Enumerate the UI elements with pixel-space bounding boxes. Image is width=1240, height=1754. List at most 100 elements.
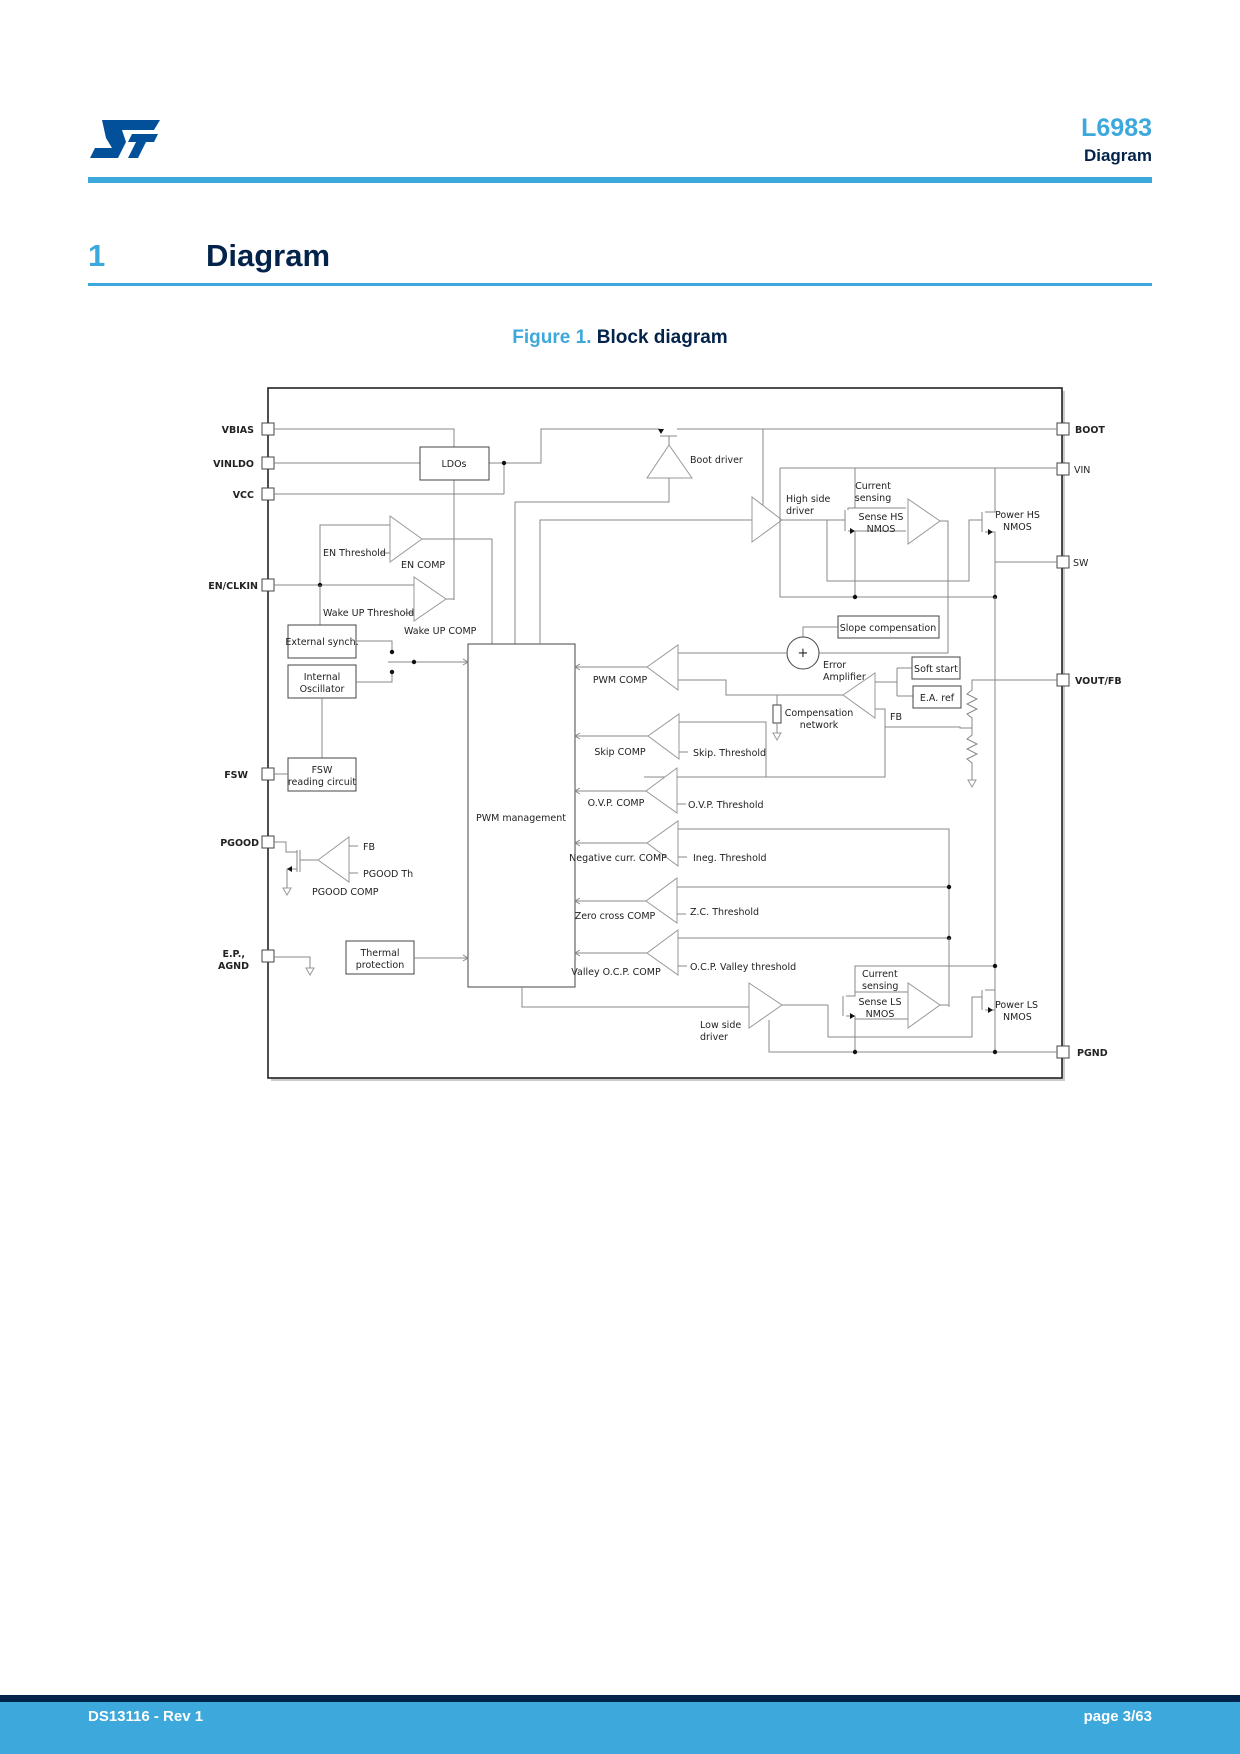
svg-text:PGOOD COMP: PGOOD COMP	[312, 887, 379, 898]
svg-text:Low side: Low side	[700, 1020, 741, 1031]
svg-text:EN COMP: EN COMP	[401, 560, 445, 571]
svg-text:SW: SW	[1073, 558, 1089, 569]
zero-cross-comp: Zero cross COMP Z.C. Threshold	[575, 877, 952, 924]
svg-text:BOOT: BOOT	[1075, 425, 1105, 436]
svg-text:E.A. ref: E.A. ref	[920, 693, 955, 704]
ldos-block: LDOs	[419, 446, 490, 481]
svg-text:O.C.P. Valley threshold: O.C.P. Valley threshold	[690, 962, 796, 973]
svg-text:FB: FB	[890, 712, 902, 723]
pin-ep-agnd: E.P., AGND	[218, 949, 275, 972]
feedback-divider	[965, 679, 1057, 789]
en-comparator: EN Threshold EN COMP	[319, 515, 493, 645]
svg-text:sensing: sensing	[862, 981, 898, 992]
pwm-management-block: PWM management	[467, 519, 752, 1008]
svg-text:Sense LS: Sense LS	[858, 997, 901, 1008]
page-number: page 3/63	[1083, 1708, 1152, 1725]
agnd-ground	[274, 956, 315, 977]
svg-text:Wake UP Threshold: Wake UP Threshold	[323, 608, 414, 619]
pin-fsw: FSW	[224, 767, 275, 781]
svg-text:PGOOD: PGOOD	[220, 838, 259, 849]
svg-text:Compensation: Compensation	[785, 708, 854, 719]
svg-text:protection: protection	[356, 960, 405, 971]
svg-text:VOUT/FB: VOUT/FB	[1075, 676, 1122, 687]
svg-text:Boot driver: Boot driver	[690, 455, 743, 466]
section-number: 1	[88, 238, 106, 273]
fsw-reading-block: FSW reading circuit	[274, 757, 357, 792]
svg-text:NMOS: NMOS	[1003, 522, 1032, 533]
svg-text:High side: High side	[786, 494, 830, 505]
svg-text:sensing: sensing	[855, 493, 891, 504]
power-hs-nmos: Power HS NMOS	[981, 468, 1057, 1052]
svg-text:External synch.: External synch.	[285, 637, 358, 648]
svg-text:Skip. Threshold: Skip. Threshold	[693, 748, 766, 759]
pin-vinldo: VINLDO	[213, 456, 275, 470]
svg-text:PWM management: PWM management	[476, 813, 566, 824]
svg-text:Skip COMP: Skip COMP	[594, 747, 646, 758]
figure-title: Block diagram	[596, 327, 728, 348]
sense-hs-nmos: Current sensing Sense HS NMOS	[800, 468, 949, 654]
ic-frame	[267, 387, 1063, 1079]
svg-text:Slope compensation: Slope compensation	[840, 623, 937, 634]
svg-text:PWM COMP: PWM COMP	[593, 675, 648, 686]
compensation-network: Compensation network	[772, 695, 854, 742]
ea-ref-block: E.A. ref	[912, 685, 962, 709]
svg-text:AGND: AGND	[218, 961, 249, 972]
pgood-comparator: FB PGOOD Th PGOOD COMP	[274, 836, 413, 898]
pin-boot: BOOT	[1056, 422, 1105, 436]
pin-vcc: VCC	[233, 487, 275, 501]
pin-vin: VIN	[1056, 462, 1090, 476]
svg-text:Power HS: Power HS	[995, 510, 1040, 521]
svg-text:NMOS: NMOS	[866, 1009, 895, 1020]
pin-sw: SW	[1056, 555, 1089, 569]
header-section: Diagram	[1083, 146, 1152, 165]
svg-text:EN/CLKIN: EN/CLKIN	[208, 581, 258, 592]
soft-start-block: Soft start	[911, 656, 961, 680]
svg-text:FSW: FSW	[224, 770, 248, 781]
pin-pgood: PGOOD	[220, 835, 275, 849]
svg-text:Sense HS: Sense HS	[859, 512, 904, 523]
figure-number: Figure 1.	[512, 327, 592, 348]
svg-text:driver: driver	[786, 506, 814, 517]
skip-comp: Skip COMP Skip. Threshold	[575, 713, 767, 777]
svg-text:+: +	[798, 646, 809, 661]
internal-oscillator-block: Internal Oscillator	[287, 659, 468, 758]
pin-pgnd: PGND	[1056, 1045, 1108, 1059]
svg-text:VIN: VIN	[1074, 465, 1090, 476]
thermal-protection-block: Thermal protection	[345, 940, 468, 975]
st-logo	[90, 120, 160, 158]
svg-text:E.P.,: E.P.,	[222, 949, 245, 960]
svg-text:Soft start: Soft start	[914, 664, 958, 675]
svg-text:Current: Current	[862, 969, 898, 980]
svg-text:driver: driver	[700, 1032, 728, 1043]
svg-text:FB: FB	[363, 842, 375, 853]
section-rule	[88, 283, 1152, 286]
pwm-comp: PWM COMP	[575, 644, 679, 691]
svg-text:PGOOD Th: PGOOD Th	[363, 869, 413, 880]
ovp-comp: O.V.P. COMP O.V.P. Threshold	[575, 767, 766, 814]
wires-supply	[274, 428, 1057, 600]
svg-text:LDOs: LDOs	[441, 459, 466, 470]
valley-ocp-comp: Valley O.C.P. COMP O.C.P. Valley thresho…	[571, 929, 952, 978]
svg-text:Zero cross COMP: Zero cross COMP	[575, 911, 656, 922]
pwm-input-arrows	[462, 658, 581, 962]
svg-text:Error: Error	[823, 660, 846, 671]
svg-text:NMOS: NMOS	[867, 524, 896, 535]
error-amplifier: Error Amplifier FB	[644, 660, 972, 778]
svg-text:O.V.P. Threshold: O.V.P. Threshold	[688, 800, 764, 811]
svg-text:Wake UP COMP: Wake UP COMP	[404, 626, 477, 637]
power-ls-nmos: Power LS NMOS	[981, 989, 1038, 1055]
svg-text:NMOS: NMOS	[1003, 1012, 1032, 1023]
summing-junction: +	[678, 636, 820, 670]
document-id: DS13116 - Rev 1	[88, 1708, 204, 1725]
pin-vout-fb: VOUT/FB	[1056, 673, 1122, 687]
sense-ls-nmos: Current sensing Sense LS NMOS	[842, 938, 998, 1055]
wakeup-comparator: Wake UP Threshold Wake UP COMP	[274, 576, 477, 637]
svg-text:reading circuit: reading circuit	[288, 777, 357, 788]
svg-text:FSW: FSW	[312, 765, 333, 776]
pin-en-clkin: EN/CLKIN	[208, 578, 275, 592]
svg-text:Amplifier: Amplifier	[823, 672, 866, 683]
svg-text:Internal: Internal	[304, 672, 341, 683]
svg-text:VCC: VCC	[233, 490, 254, 501]
svg-text:Current: Current	[855, 481, 891, 492]
